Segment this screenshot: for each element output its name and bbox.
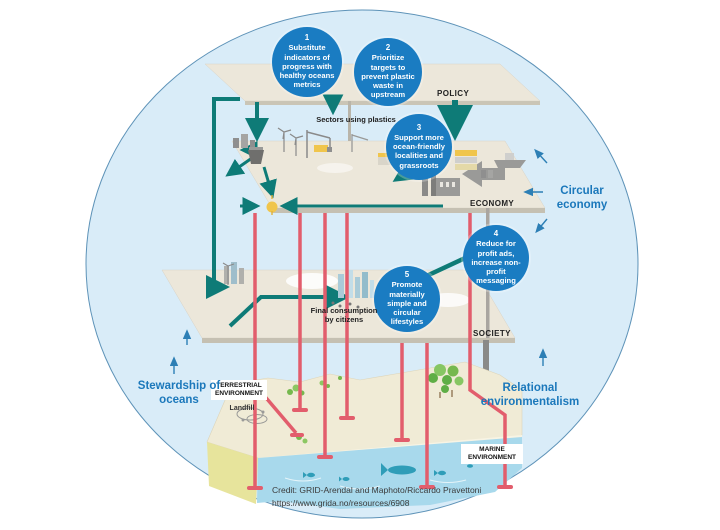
step-number: 2 [385, 43, 391, 53]
step-circle-4: 4 Reduce for profit ads, increase non-pr… [463, 225, 529, 291]
policy-layer-label: POLICY [437, 89, 470, 98]
credit-line-1: Credit: GRID-Arendal and Maphoto/Riccard… [272, 485, 482, 495]
society-layer-label: SOCIETY [473, 329, 511, 338]
step-number: 4 [493, 229, 499, 239]
step-text: Support more ocean-friendly localities a… [393, 132, 445, 170]
step-circle-1: 1 Substitute indicators of progress with… [272, 27, 342, 97]
step-number: 1 [304, 33, 310, 43]
economy-layer-label: ECONOMY [470, 199, 515, 208]
terrain [206, 361, 523, 509]
society-icons [222, 262, 374, 309]
pipe-caps [247, 408, 513, 490]
step-number: 3 [416, 123, 422, 133]
terrestrial-environment-box: TERRESTRIAL ENVIRONMENT [211, 380, 267, 401]
relational-environmentalism-label: Relational environmentalism [480, 382, 580, 409]
sectors-using-plastics-label: Sectors using plastics [316, 115, 396, 124]
landfill-icon [236, 407, 268, 424]
landfill-label: Landfill [229, 405, 255, 412]
final-consumption-label: Final consumption by citizens [310, 306, 378, 324]
plants [287, 364, 464, 444]
step-text: Prioritize targets to prevent plastic wa… [361, 53, 415, 100]
step-number: 5 [404, 270, 410, 280]
marine-environment-box: MARINE ENVIRONMENT [461, 444, 523, 465]
credit-line-2: https://www.grida.no/resources/6908 [272, 497, 410, 508]
step-text: Substitute indicators of progress with h… [279, 43, 335, 90]
stewardship-of-oceans-label: Stewardship of oceans [137, 380, 221, 407]
step-circle-5: 5 Promote materially simple and circular… [374, 266, 440, 332]
step-text: Promote materially simple and circular l… [387, 280, 427, 327]
outer-flow-arrows [169, 148, 548, 374]
step-circle-2: 2 Prioritize targets to prevent plastic … [354, 38, 422, 106]
circular-economy-label: Circular economy [556, 185, 608, 212]
step-text: Reduce for profit ads, increase non-prof… [471, 239, 521, 286]
step-circle-3: 3 Support more ocean-friendly localities… [386, 114, 452, 180]
credit-block: Credit: GRID-Arendal and Maphoto/Riccard… [272, 484, 481, 510]
